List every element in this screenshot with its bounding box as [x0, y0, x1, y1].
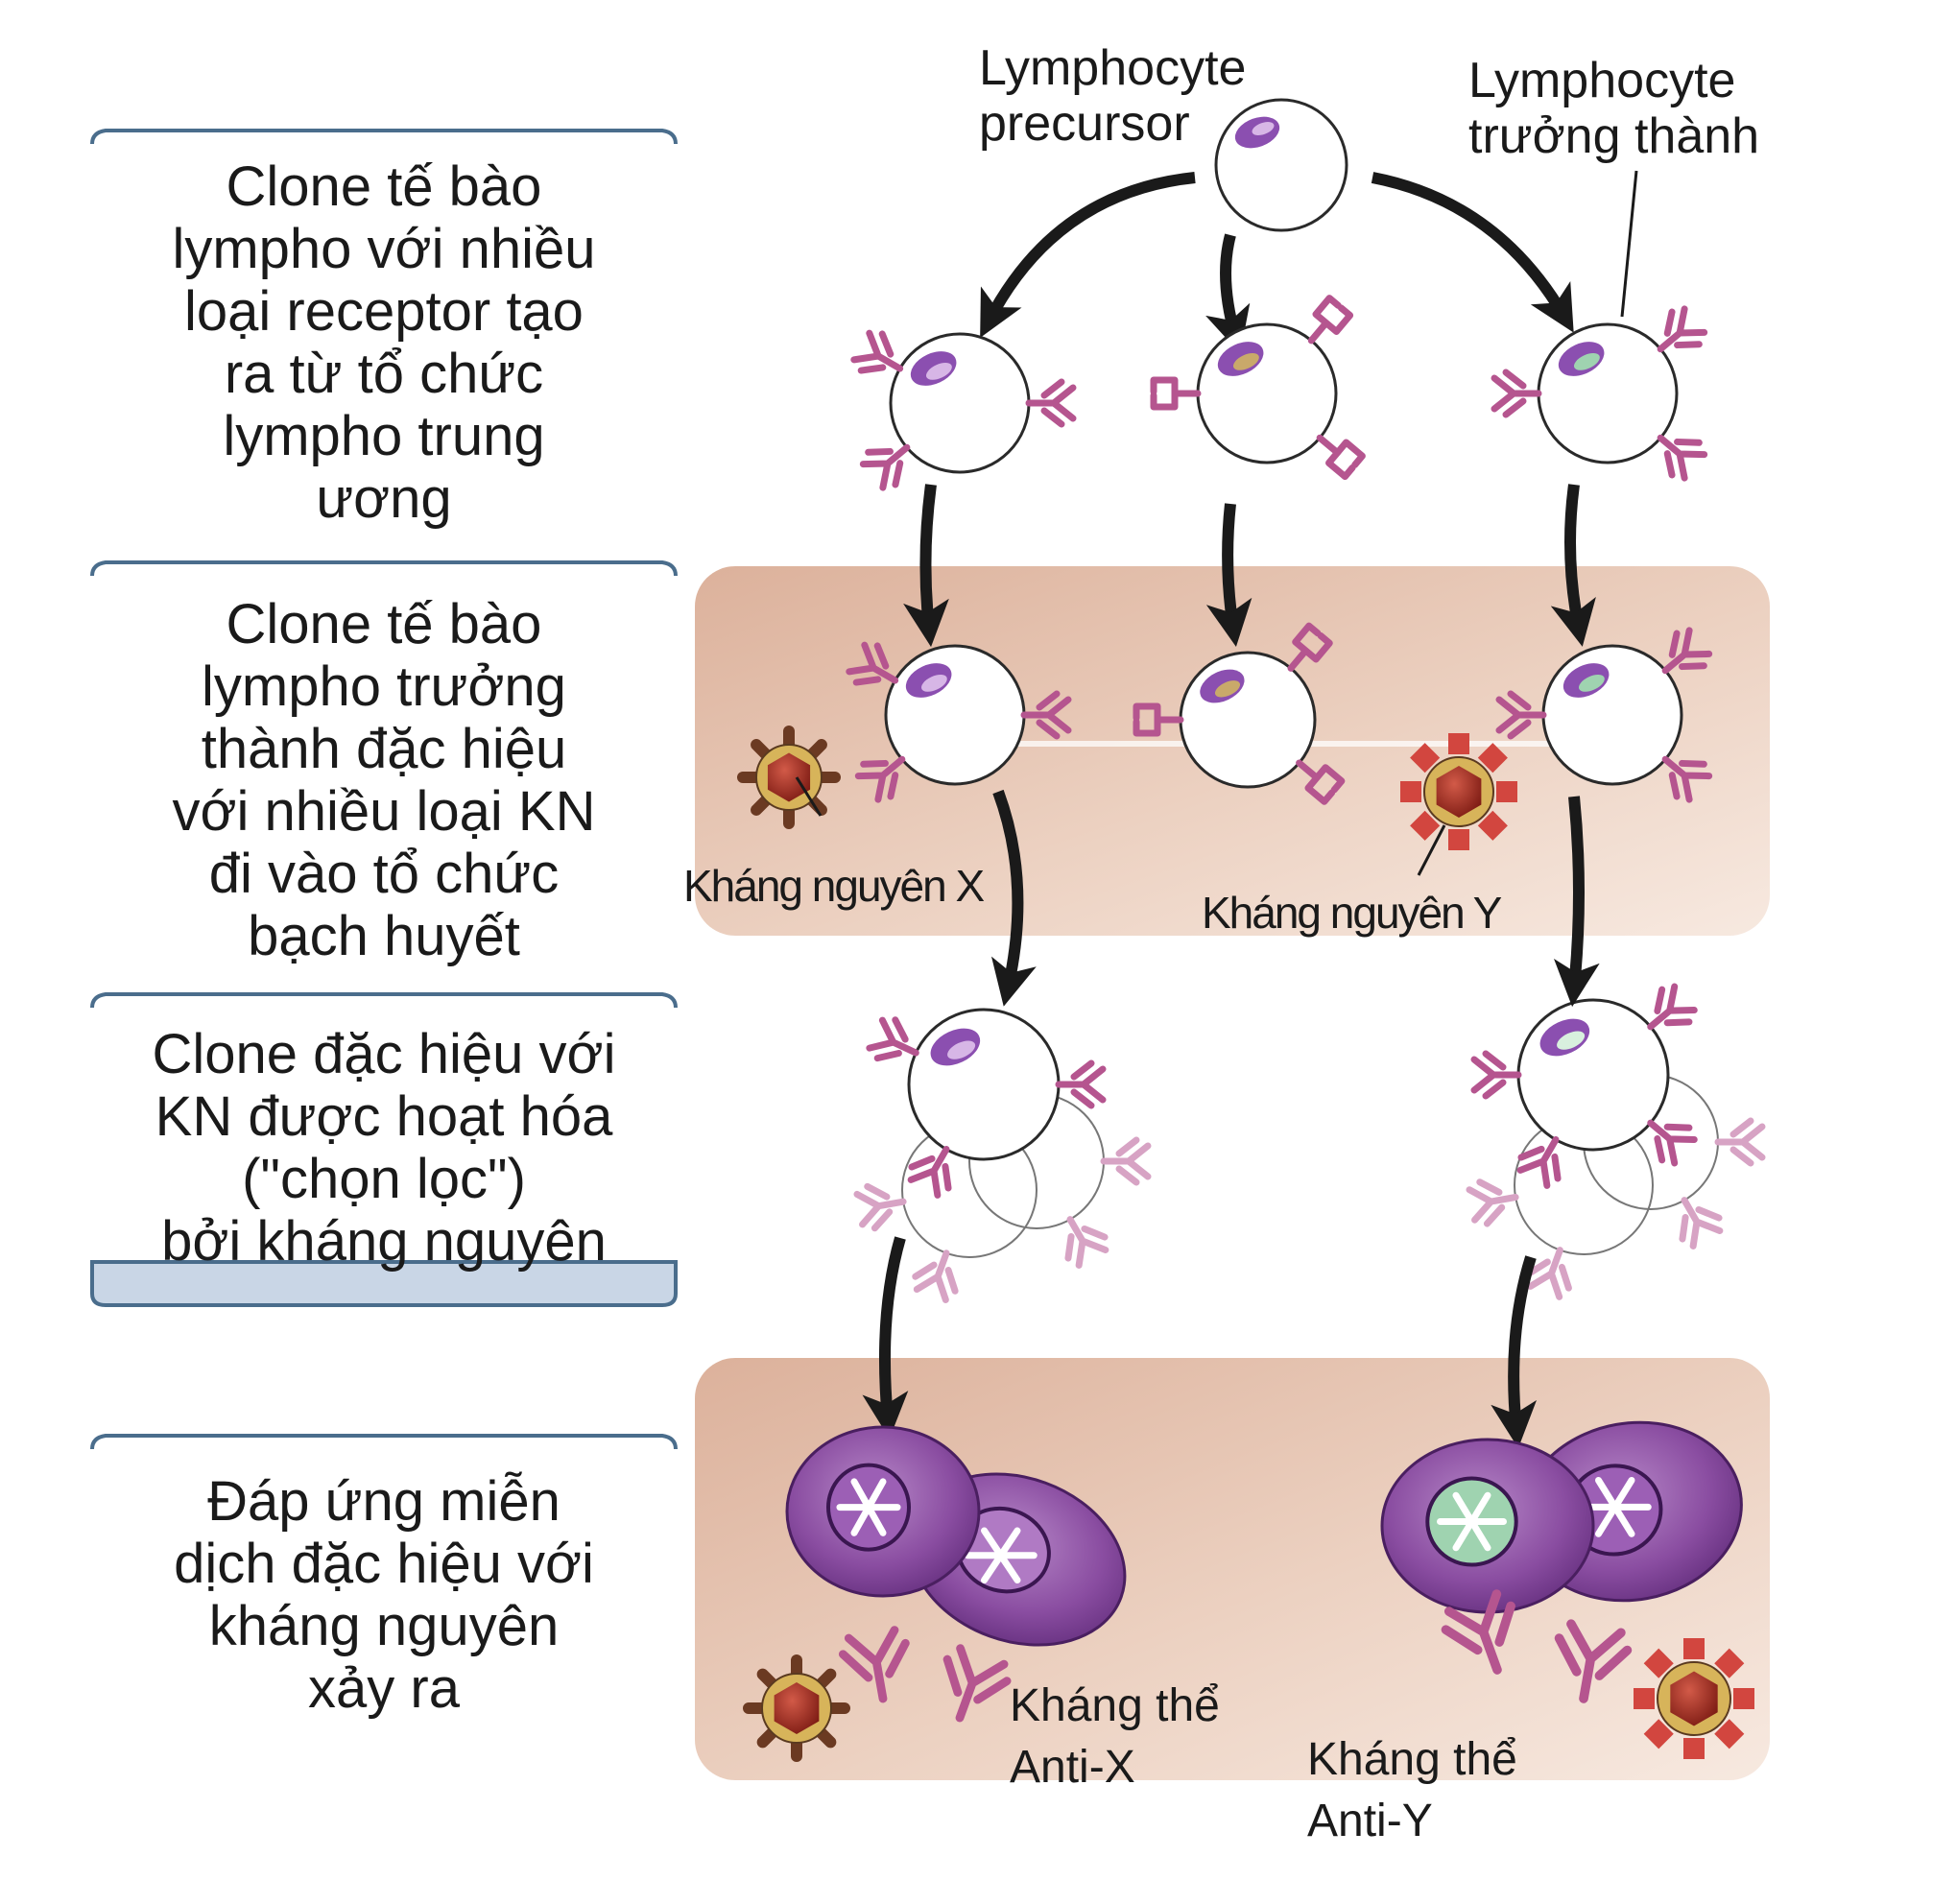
- receptor: [1104, 1140, 1148, 1182]
- receptor: [1301, 298, 1350, 349]
- precursor-cell: [1214, 98, 1348, 232]
- clone-z-naive: [1154, 298, 1362, 477]
- plasma-cells: [785, 1420, 1743, 1647]
- antigens: [737, 726, 1517, 850]
- step-box-3-top: [90, 992, 678, 1009]
- receptor: [1468, 1177, 1519, 1226]
- step-box-3-bottom: [90, 1260, 678, 1307]
- step-box-4-top: [90, 1434, 678, 1450]
- step-4-text: Đáp ứng miễn dịch đặc hiệu với kháng ngu…: [174, 1470, 594, 1720]
- label-antibody-anti-x: Kháng thể Anti-X: [1010, 1680, 1220, 1793]
- plasma-cell-x-1: [785, 1425, 981, 1598]
- antibody-anti-x: [942, 1644, 1012, 1723]
- mature-clone-row: [847, 626, 1713, 804]
- step-box-1-top: [90, 129, 678, 145]
- receptor: [1311, 428, 1362, 477]
- receptor: [1494, 372, 1539, 415]
- receptor: [1474, 1054, 1518, 1096]
- step-box-frames: [90, 129, 678, 1450]
- plasma-cell-y-1: [1380, 1438, 1595, 1614]
- antigen-y: [1400, 733, 1517, 850]
- clone-y-naive: [1494, 304, 1708, 482]
- label-antigen-y: Kháng nguyên Y: [1202, 888, 1502, 938]
- arrows-rows: [862, 484, 1600, 1449]
- step-3-text: Clone đặc hiệu với KN được hoạt hóa ("ch…: [152, 1023, 616, 1273]
- clone-x-naive: [851, 328, 1073, 492]
- clone-z-mature: [1136, 626, 1342, 801]
- arrows-precursor: [980, 172, 1574, 354]
- antibody-response: [743, 1589, 1754, 1762]
- receptor: [1052, 1209, 1110, 1269]
- antigen-x: [737, 726, 841, 829]
- receptor: [1029, 382, 1073, 424]
- activated-clone-row: [856, 982, 1762, 1301]
- label-pointers: [795, 170, 1638, 876]
- antibody-anti-y: [1554, 1619, 1633, 1703]
- receptor: [1525, 1243, 1580, 1298]
- naive-clone-row: [851, 298, 1708, 492]
- label-lymphocyte-mature: Lymphocyte trưởng thành: [1468, 53, 1760, 164]
- antibody-anti-x: [838, 1626, 910, 1703]
- step-2-text: Clone tế bào lympho trưởng thành đặc hiệ…: [172, 593, 596, 967]
- clone-x-activated: [867, 1008, 1103, 1198]
- step-box-2-top: [90, 560, 678, 577]
- step-1-text: Clone tế bào lympho với nhiều loại recep…: [172, 155, 596, 530]
- receptor: [1666, 1190, 1725, 1250]
- antibody-anti-y: [1441, 1589, 1515, 1675]
- label-antigen-x: Kháng nguyên X: [683, 861, 985, 911]
- receptor: [1718, 1121, 1762, 1163]
- receptor: [1059, 1063, 1103, 1106]
- antigen-y-bound: [1634, 1638, 1754, 1759]
- label-lymphocyte-precursor: Lymphocyte precursor: [979, 40, 1247, 152]
- antigen-x-bound: [743, 1654, 850, 1762]
- clone-y-mature: [1499, 626, 1713, 803]
- clone-x-mature: [847, 640, 1068, 804]
- receptor: [912, 1246, 966, 1301]
- label-antibody-anti-y: Kháng thể Anti-Y: [1307, 1734, 1517, 1846]
- receptor: [856, 1180, 907, 1229]
- receptor: [1154, 380, 1198, 407]
